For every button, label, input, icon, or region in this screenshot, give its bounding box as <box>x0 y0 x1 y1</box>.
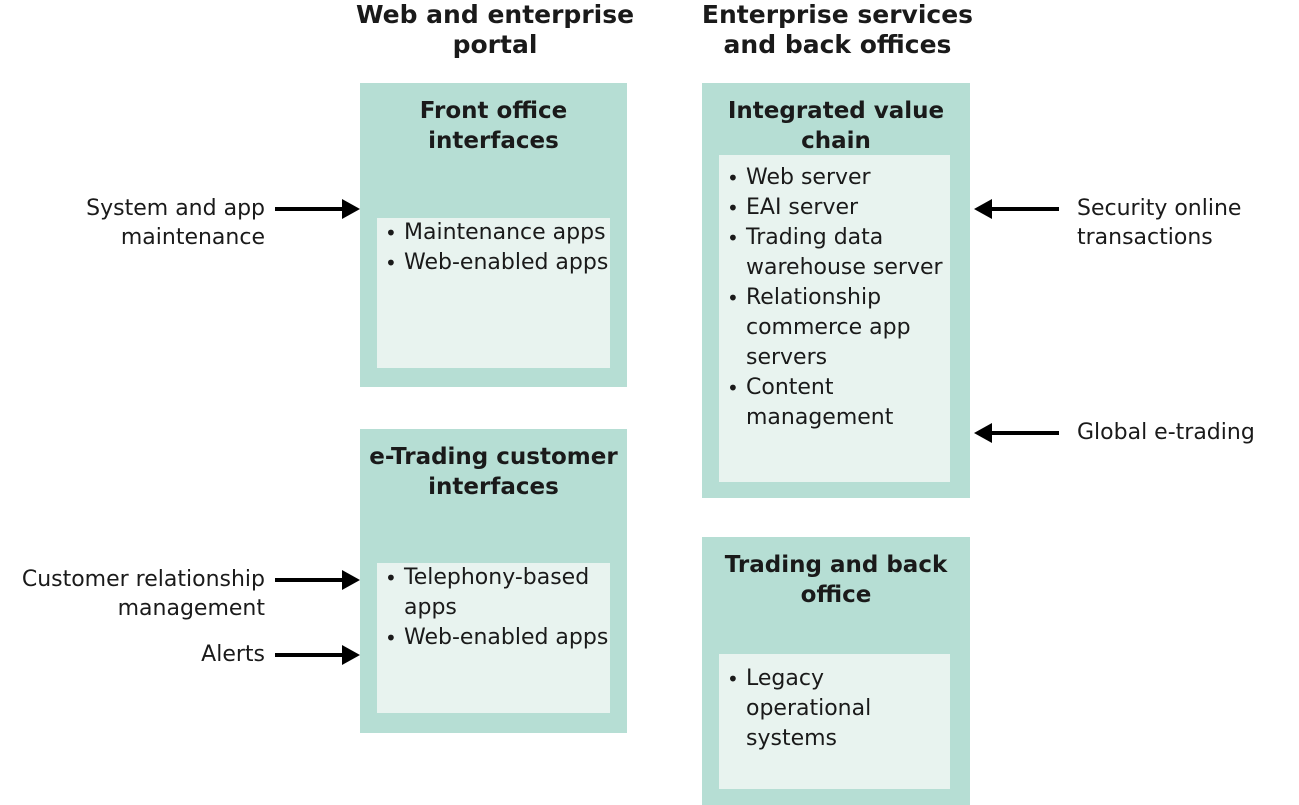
list-item: Relationship commerce app servers <box>719 283 950 373</box>
list-item: Web-enabled apps <box>377 623 610 653</box>
arrow-head-icon <box>342 570 360 590</box>
panel-title: e-Trading customer interfaces <box>369 444 618 500</box>
arrow-head-icon <box>342 199 360 219</box>
list: Maintenance apps Web-enabled apps <box>377 218 610 278</box>
list-item: Web-enabled apps <box>377 248 610 278</box>
annotation-security-online-transactions: Security online transactions <box>1077 196 1242 250</box>
arrow-system-and-app-maintenance <box>275 199 360 219</box>
annotation-system-and-app-maintenance: System and app maintenance <box>86 196 265 250</box>
panel-title: Integrated value chain <box>727 98 945 154</box>
arrow-customer-relationship-management <box>275 570 360 590</box>
arrow-alerts <box>275 645 360 665</box>
list-item: Web server <box>719 163 950 193</box>
panel-title: Front office interfaces <box>419 98 568 154</box>
list-item: Legacy operational systems <box>719 664 950 754</box>
annotation-global-e-trading: Global e-trading <box>1077 420 1255 445</box>
annotation-alerts: Alerts <box>201 642 265 667</box>
annotation-customer-relationship-management: Customer relationship management <box>21 567 265 621</box>
list-item: Content management <box>719 373 950 433</box>
arrow-head-icon <box>974 199 992 219</box>
arrow-head-icon <box>974 423 992 443</box>
list-item: Telephony-based apps <box>377 563 610 623</box>
list: Web server EAI server Trading data wareh… <box>719 163 950 433</box>
panel-integrated-value-chain-list-box: Web server EAI server Trading data wareh… <box>719 155 950 482</box>
column-heading-right: Enterprise services and back offices <box>701 0 974 59</box>
list: Legacy operational systems <box>719 664 950 754</box>
column-heading-left: Web and enterprise portal <box>355 0 635 59</box>
list-item: Maintenance apps <box>377 218 610 248</box>
arrow-head-icon <box>342 645 360 665</box>
panel-trading-and-back-office-list-box: Legacy operational systems <box>719 654 950 789</box>
arrow-global-e-trading <box>974 423 1059 443</box>
list: Telephony-based apps Web-enabled apps <box>377 563 610 653</box>
panel-front-office-interfaces-list-box: Maintenance apps Web-enabled apps <box>377 218 610 368</box>
panel-title: Trading and back office <box>724 552 948 608</box>
list-item: Trading data warehouse server <box>719 223 950 283</box>
panel-etrading-customer-interfaces-list-box: Telephony-based apps Web-enabled apps <box>377 563 610 713</box>
arrow-security-online-transactions <box>974 199 1059 219</box>
list-item: EAI server <box>719 193 950 223</box>
